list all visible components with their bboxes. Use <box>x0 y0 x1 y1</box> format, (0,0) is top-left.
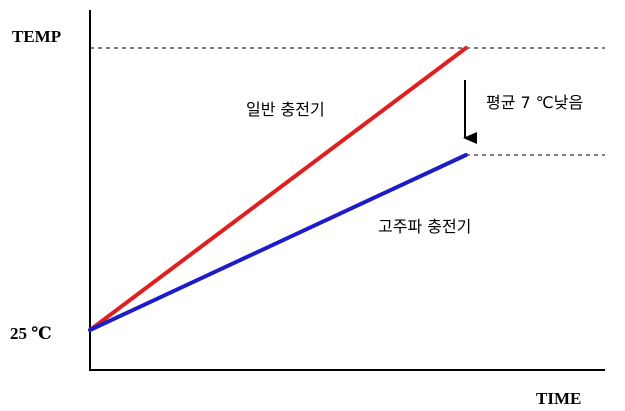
x-axis-label: TIME <box>536 389 581 408</box>
series-label-standard-charger: 일반 충전기 <box>246 100 325 119</box>
y-start-label: 25 ℃ <box>10 324 52 343</box>
series-group <box>88 46 468 332</box>
series-label-high-frequency-charger: 고주파 충전기 <box>378 217 471 236</box>
difference-annotation-label: 평균 7 ℃낮음 <box>486 93 583 112</box>
series-line-standard-charger <box>88 46 468 332</box>
y-axis-label: TEMP <box>12 27 61 46</box>
series-line-high-frequency-charger <box>88 153 468 332</box>
